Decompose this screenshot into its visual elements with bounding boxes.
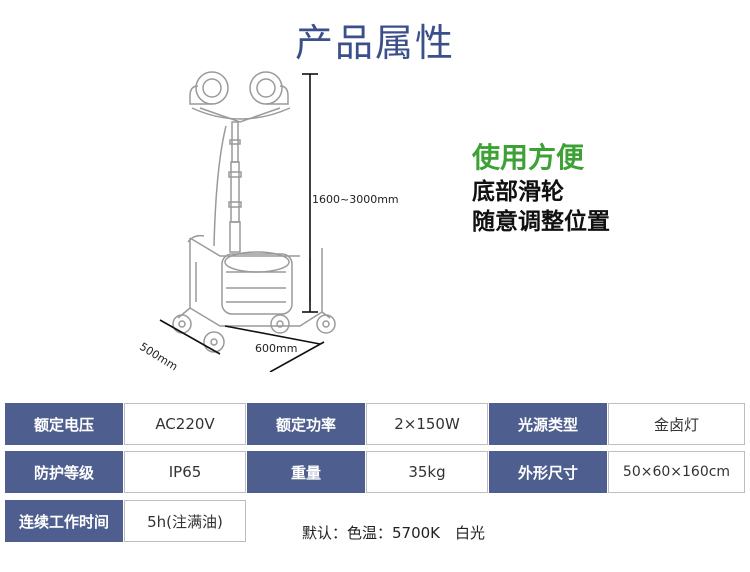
feature-line-2: 随意调整位置	[472, 209, 610, 236]
page-title: 产品属性	[294, 21, 455, 65]
default-color-temp-note: 默认：色温：5700K 白光	[302, 524, 486, 542]
spec-value-dimensions: 50×60×160cm	[608, 451, 745, 493]
feature-block: 使用方便 底部滑轮 随意调整位置	[472, 140, 610, 238]
spec-value-weight: 35kg	[366, 451, 488, 493]
light-tower-illustration	[159, 71, 336, 372]
spec-value-rated-voltage: AC220V	[124, 403, 246, 445]
spec-label-rated-voltage: 额定电压	[5, 403, 123, 445]
spec-label-rated-power: 额定功率	[247, 403, 365, 445]
spec-value-rated-power: 2×150W	[366, 403, 488, 445]
spec-label-weight: 重量	[247, 451, 365, 493]
spec-label-continuous-runtime: 连续工作时间	[5, 500, 123, 542]
spec-value-protection-grade: IP65	[124, 451, 246, 493]
spec-label-protection-grade: 防护等级	[5, 451, 123, 493]
spec-label-light-source: 光源类型	[489, 403, 607, 445]
feature-title: 使用方便	[472, 141, 585, 174]
width-dimension-label: 600mm	[255, 342, 298, 355]
height-dimension-label: 1600~3000mm	[312, 193, 399, 206]
spec-value-light-source: 金卤灯	[608, 403, 745, 445]
feature-line-1: 底部滑轮	[472, 178, 564, 205]
spec-value-continuous-runtime: 5h(注满油)	[124, 500, 246, 542]
spec-label-dimensions: 外形尺寸	[489, 451, 607, 493]
